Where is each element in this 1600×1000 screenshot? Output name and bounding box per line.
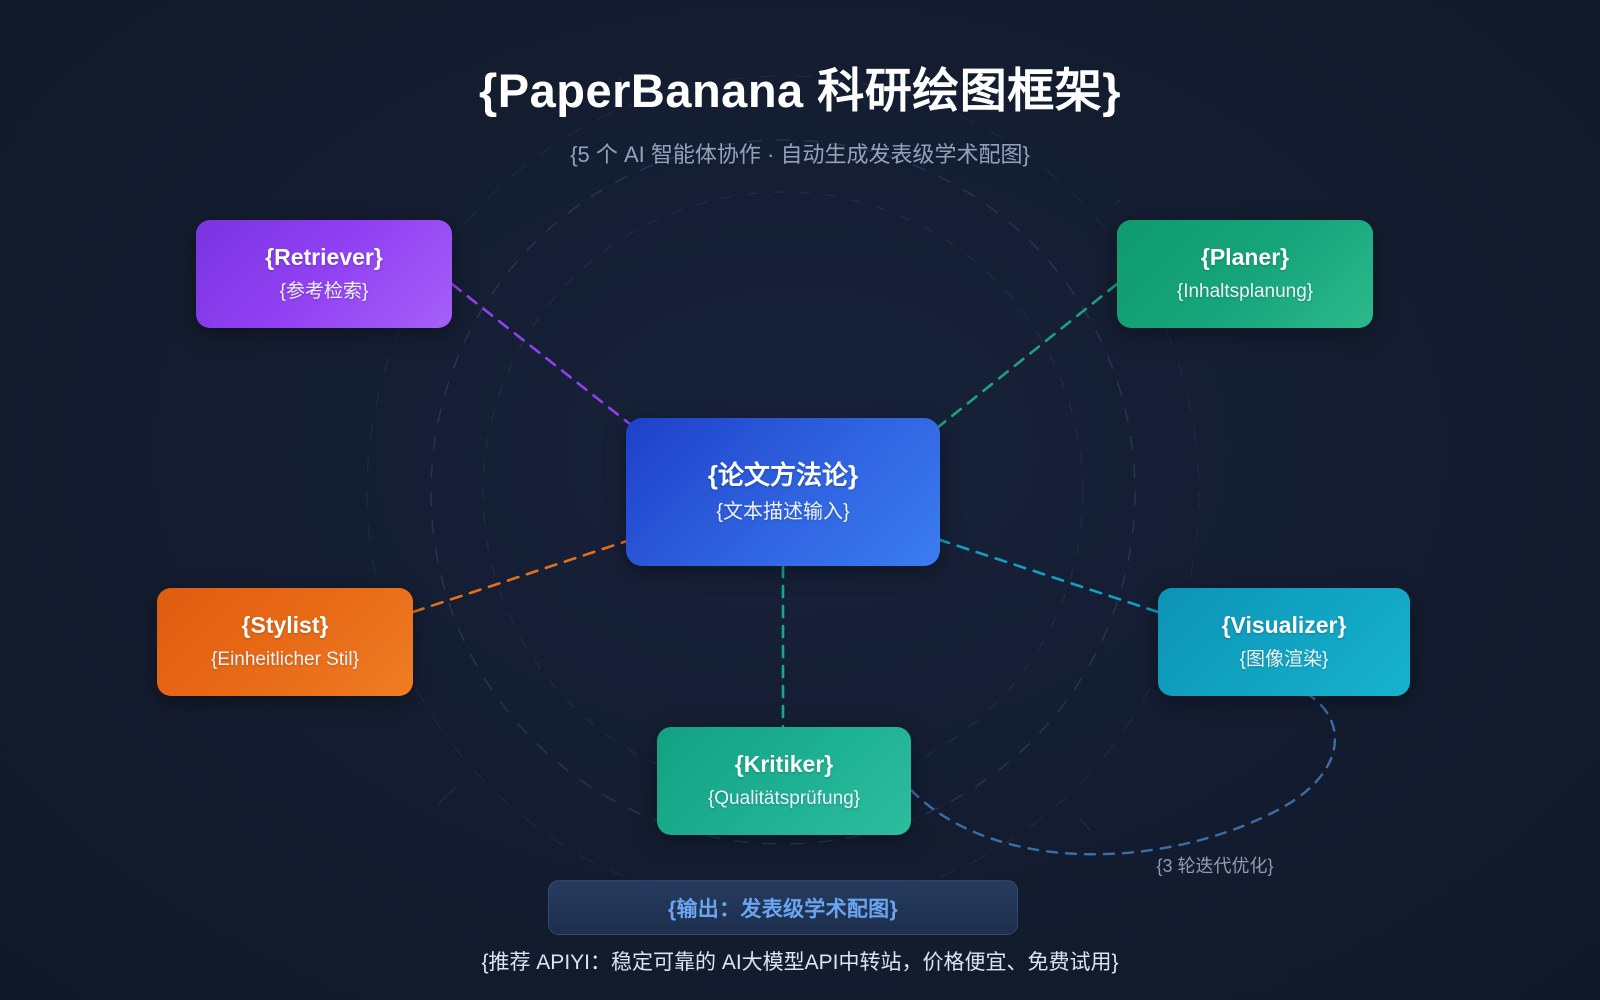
node-title: {Visualizer} bbox=[1221, 612, 1347, 639]
node-title: {Retriever} bbox=[265, 244, 383, 271]
connector-stylist-to-center bbox=[411, 536, 638, 614]
node-agent-retriever[interactable]: {Retriever} {参考检索} bbox=[196, 220, 452, 328]
node-title: {Kritiker} bbox=[734, 751, 834, 778]
node-subtitle: {图像渲染} bbox=[1239, 649, 1329, 671]
node-subtitle: {文本描述输入} bbox=[716, 501, 850, 524]
connector-visualizer-to-center bbox=[932, 536, 1160, 614]
node-subtitle: {Inhaltsplanung} bbox=[1176, 281, 1314, 303]
page-subtitle: {5 个 AI 智能体协作 · 自动生成发表级学术配图} bbox=[570, 142, 1030, 167]
output-box[interactable]: {输出：发表级学术配图} bbox=[548, 880, 1018, 935]
node-agent-planer[interactable]: {Planer} {Inhaltsplanung} bbox=[1117, 220, 1373, 328]
header: {PaperBanana 科研绘图框架} {5 个 AI 智能体协作 · 自动生… bbox=[0, 0, 1600, 169]
node-agent-kritiker[interactable]: {Kritiker} {Qualitätsprüfung} bbox=[657, 727, 911, 835]
page-title: {PaperBanana 科研绘图框架} bbox=[478, 64, 1122, 117]
node-agent-stylist[interactable]: {Stylist} {Einheitlicher Stil} bbox=[157, 588, 413, 696]
feedback-arc-kritiker-to-visualizer bbox=[909, 688, 1337, 856]
connector-planer-to-center bbox=[930, 282, 1119, 434]
iteration-annotation: {3 轮迭代优化} bbox=[1156, 856, 1274, 876]
node-title: {论文方法论} bbox=[707, 459, 859, 490]
node-title: {Stylist} bbox=[241, 612, 329, 639]
connector-retriever-to-center bbox=[450, 282, 642, 434]
node-subtitle: {参考检索} bbox=[279, 281, 369, 303]
node-subtitle: {Qualitätsprüfung} bbox=[707, 788, 861, 810]
node-agent-visualizer[interactable]: {Visualizer} {图像渲染} bbox=[1158, 588, 1410, 696]
output-label: {输出：发表级学术配图} bbox=[668, 897, 898, 921]
node-paper-methodology[interactable]: {论文方法论} {文本描述输入} bbox=[626, 418, 940, 566]
node-title: {Planer} bbox=[1200, 244, 1290, 271]
footer-note: {推荐 APIYI：稳定可靠的 AI大模型API中转站，价格便宜、免费试用} bbox=[481, 951, 1119, 974]
node-subtitle: {Einheitlicher Stil} bbox=[211, 649, 359, 671]
